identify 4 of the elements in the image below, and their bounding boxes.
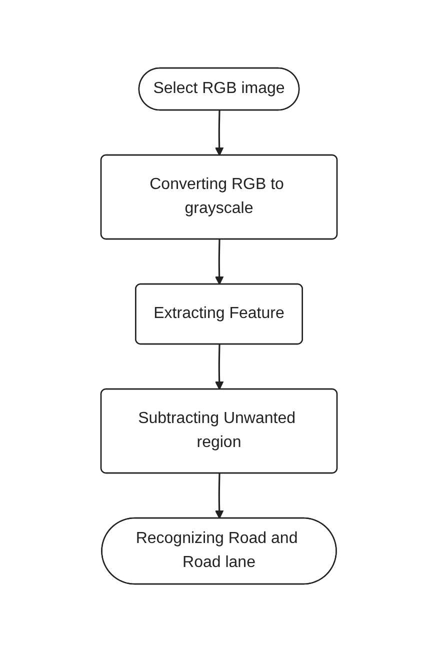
arrow [214,238,224,284]
arrow [214,344,224,390]
arrow [214,472,224,518]
arrow [214,110,224,156]
